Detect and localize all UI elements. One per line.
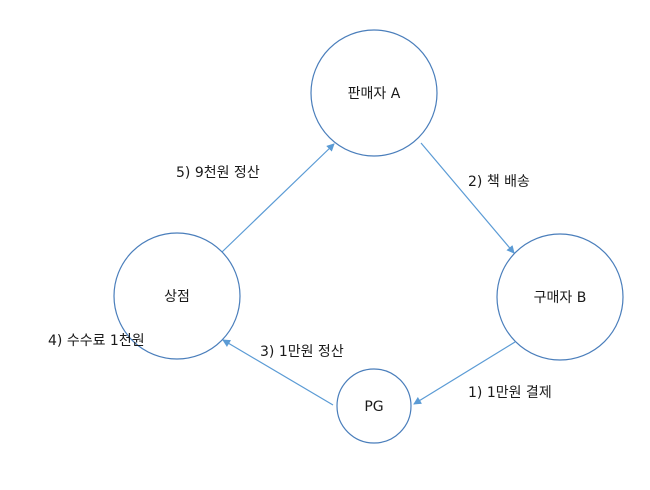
edge-settle-store-label: 3) 1만원 정산 — [260, 344, 344, 360]
edge-delivery — [420, 142, 515, 254]
node-seller: 판매자 A — [310, 29, 438, 157]
edge-payment — [413, 341, 516, 405]
edge-delivery-label: 2) 책 배송 — [468, 174, 530, 190]
node-buyer-label: 구매자 B — [534, 290, 587, 306]
node-store: 상점 — [113, 232, 241, 360]
edge-settle-seller-label: 5) 9천원 정산 — [176, 165, 260, 181]
edge-payment-label: 1) 1만원 결제 — [468, 385, 552, 401]
node-pg-label: PG — [364, 399, 383, 415]
node-pg: PG — [336, 368, 412, 444]
edge-fee-label: 4) 수수료 1천원 — [48, 333, 145, 349]
node-seller-label: 판매자 A — [348, 86, 401, 102]
node-buyer: 구매자 B — [496, 233, 624, 361]
edge-settle-store — [222, 339, 334, 406]
edge-settle-seller — [221, 143, 335, 253]
node-store-label: 상점 — [164, 289, 190, 305]
